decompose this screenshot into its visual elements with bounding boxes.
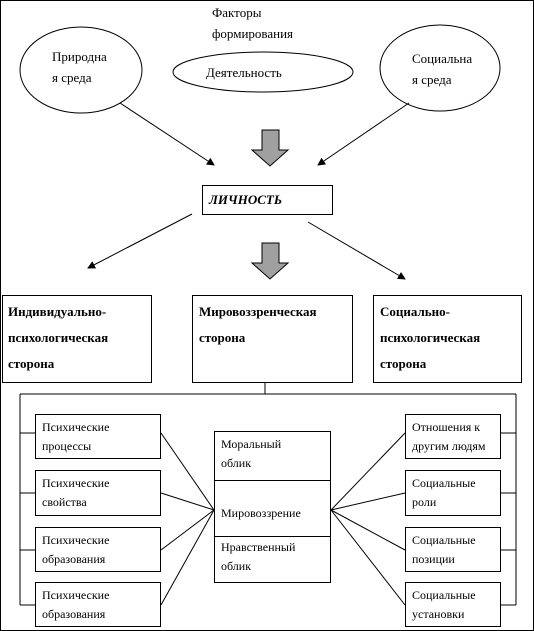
social-side-box: Социально- психологическая сторона (373, 295, 522, 383)
stack-divider-2 (215, 536, 330, 537)
right-item-label: Социальные позиции (412, 533, 476, 566)
right-item-box: Социальные установки (405, 582, 501, 627)
ethical-image-label: Нравственный облик (221, 540, 296, 573)
left-item-box: Психические свойства (35, 470, 161, 516)
individual-side-box: Индивидуально- психологическая сторона (2, 295, 152, 383)
arrow-social-to-personality (317, 102, 410, 166)
block-arrow-to-personality (250, 129, 290, 167)
worldview-label: Мировоззрение (221, 506, 301, 520)
fan-left-4 (160, 509, 215, 606)
right-item-label: Отношения к другим людям (412, 420, 486, 453)
social-side-label: Социально- психологическая сторона (380, 304, 481, 371)
left-item-box: Психические образования (35, 527, 161, 572)
left-item-label: Психические образования (42, 533, 110, 566)
individual-side-label: Индивидуально- психологическая сторона (8, 304, 109, 371)
right-item-box: Социальные позиции (405, 527, 501, 572)
right-item-label: Социальные роли (412, 476, 476, 509)
left-item-box: Психические образования (35, 582, 161, 627)
left-item-label: Психические процессы (42, 420, 110, 453)
right-item-box: Отношения к другим людям (405, 414, 501, 459)
arrow-personality-to-social (307, 221, 406, 280)
arrow-personality-to-individual (87, 213, 193, 269)
worldview-side-label: Мировоззренческая сторона (199, 304, 317, 345)
fan-right-4 (330, 509, 406, 606)
left-item-label: Психические образования (42, 588, 110, 621)
activity-label: Деятельность (206, 65, 282, 80)
social-env-ellipse (379, 24, 501, 112)
right-item-box: Социальные роли (405, 470, 501, 516)
activity-ellipse (172, 51, 354, 93)
fan-right-3 (330, 509, 406, 551)
nature-ellipse (19, 26, 143, 114)
worldview-stack: Моральный облик Мировоззрение Нравственн… (214, 431, 331, 583)
factors-title: Факторы формирования (212, 5, 294, 41)
fan-left-2 (160, 492, 215, 511)
fan-left-1 (160, 432, 215, 511)
block-arrow-from-personality (250, 242, 290, 280)
stack-divider-1 (215, 480, 330, 481)
moral-image-label: Моральный облик (221, 437, 282, 470)
worldview-side-box: Мировоззренческая сторона (192, 295, 353, 383)
personality-box: ЛИЧНОСТЬ (202, 185, 333, 215)
fan-left-3 (160, 509, 215, 551)
fan-right-1 (330, 432, 406, 511)
fan-right-2 (330, 492, 406, 511)
personality-label: ЛИЧНОСТЬ (209, 192, 283, 207)
social-env-label: Социальна я среда (412, 51, 473, 87)
left-item-box: Психические процессы (35, 414, 161, 459)
arrow-nature-to-personality (119, 102, 215, 166)
left-item-label: Психические свойства (42, 476, 110, 509)
nature-label: Природна я среда (52, 49, 107, 85)
right-item-label: Социальные установки (412, 588, 476, 621)
